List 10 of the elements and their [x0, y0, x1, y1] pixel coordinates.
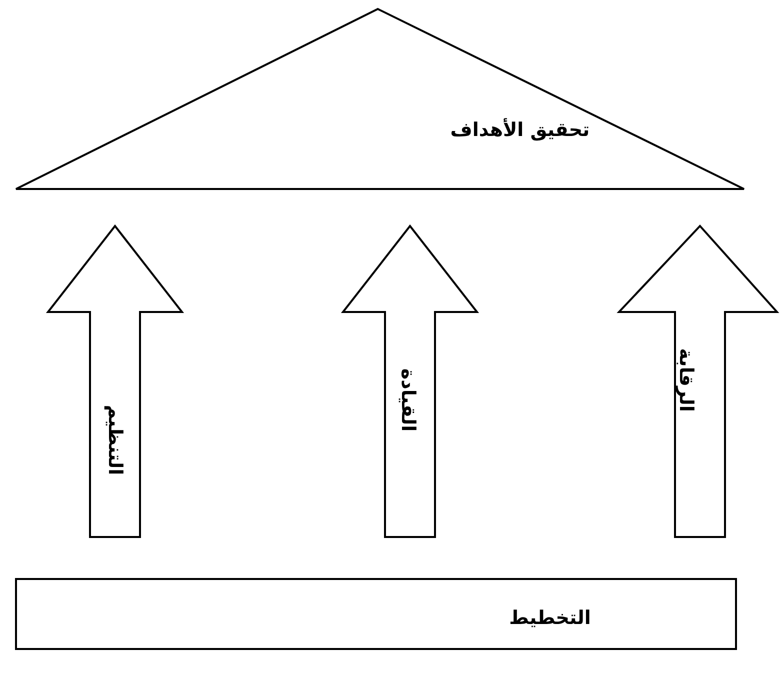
- node-label: تحقيق الأهداف: [450, 119, 590, 141]
- node-label: التنظيم: [104, 404, 126, 476]
- node-label: الرقابة: [675, 348, 697, 412]
- up-block-arrow: [47, 225, 183, 538]
- up-block-arrow: [342, 225, 478, 538]
- foundation-box: [15, 578, 737, 650]
- node-label: التخطيط: [509, 607, 591, 629]
- goal-triangle: [15, 8, 745, 190]
- node-label: القيادة: [397, 368, 419, 432]
- up-block-arrow: [618, 225, 778, 538]
